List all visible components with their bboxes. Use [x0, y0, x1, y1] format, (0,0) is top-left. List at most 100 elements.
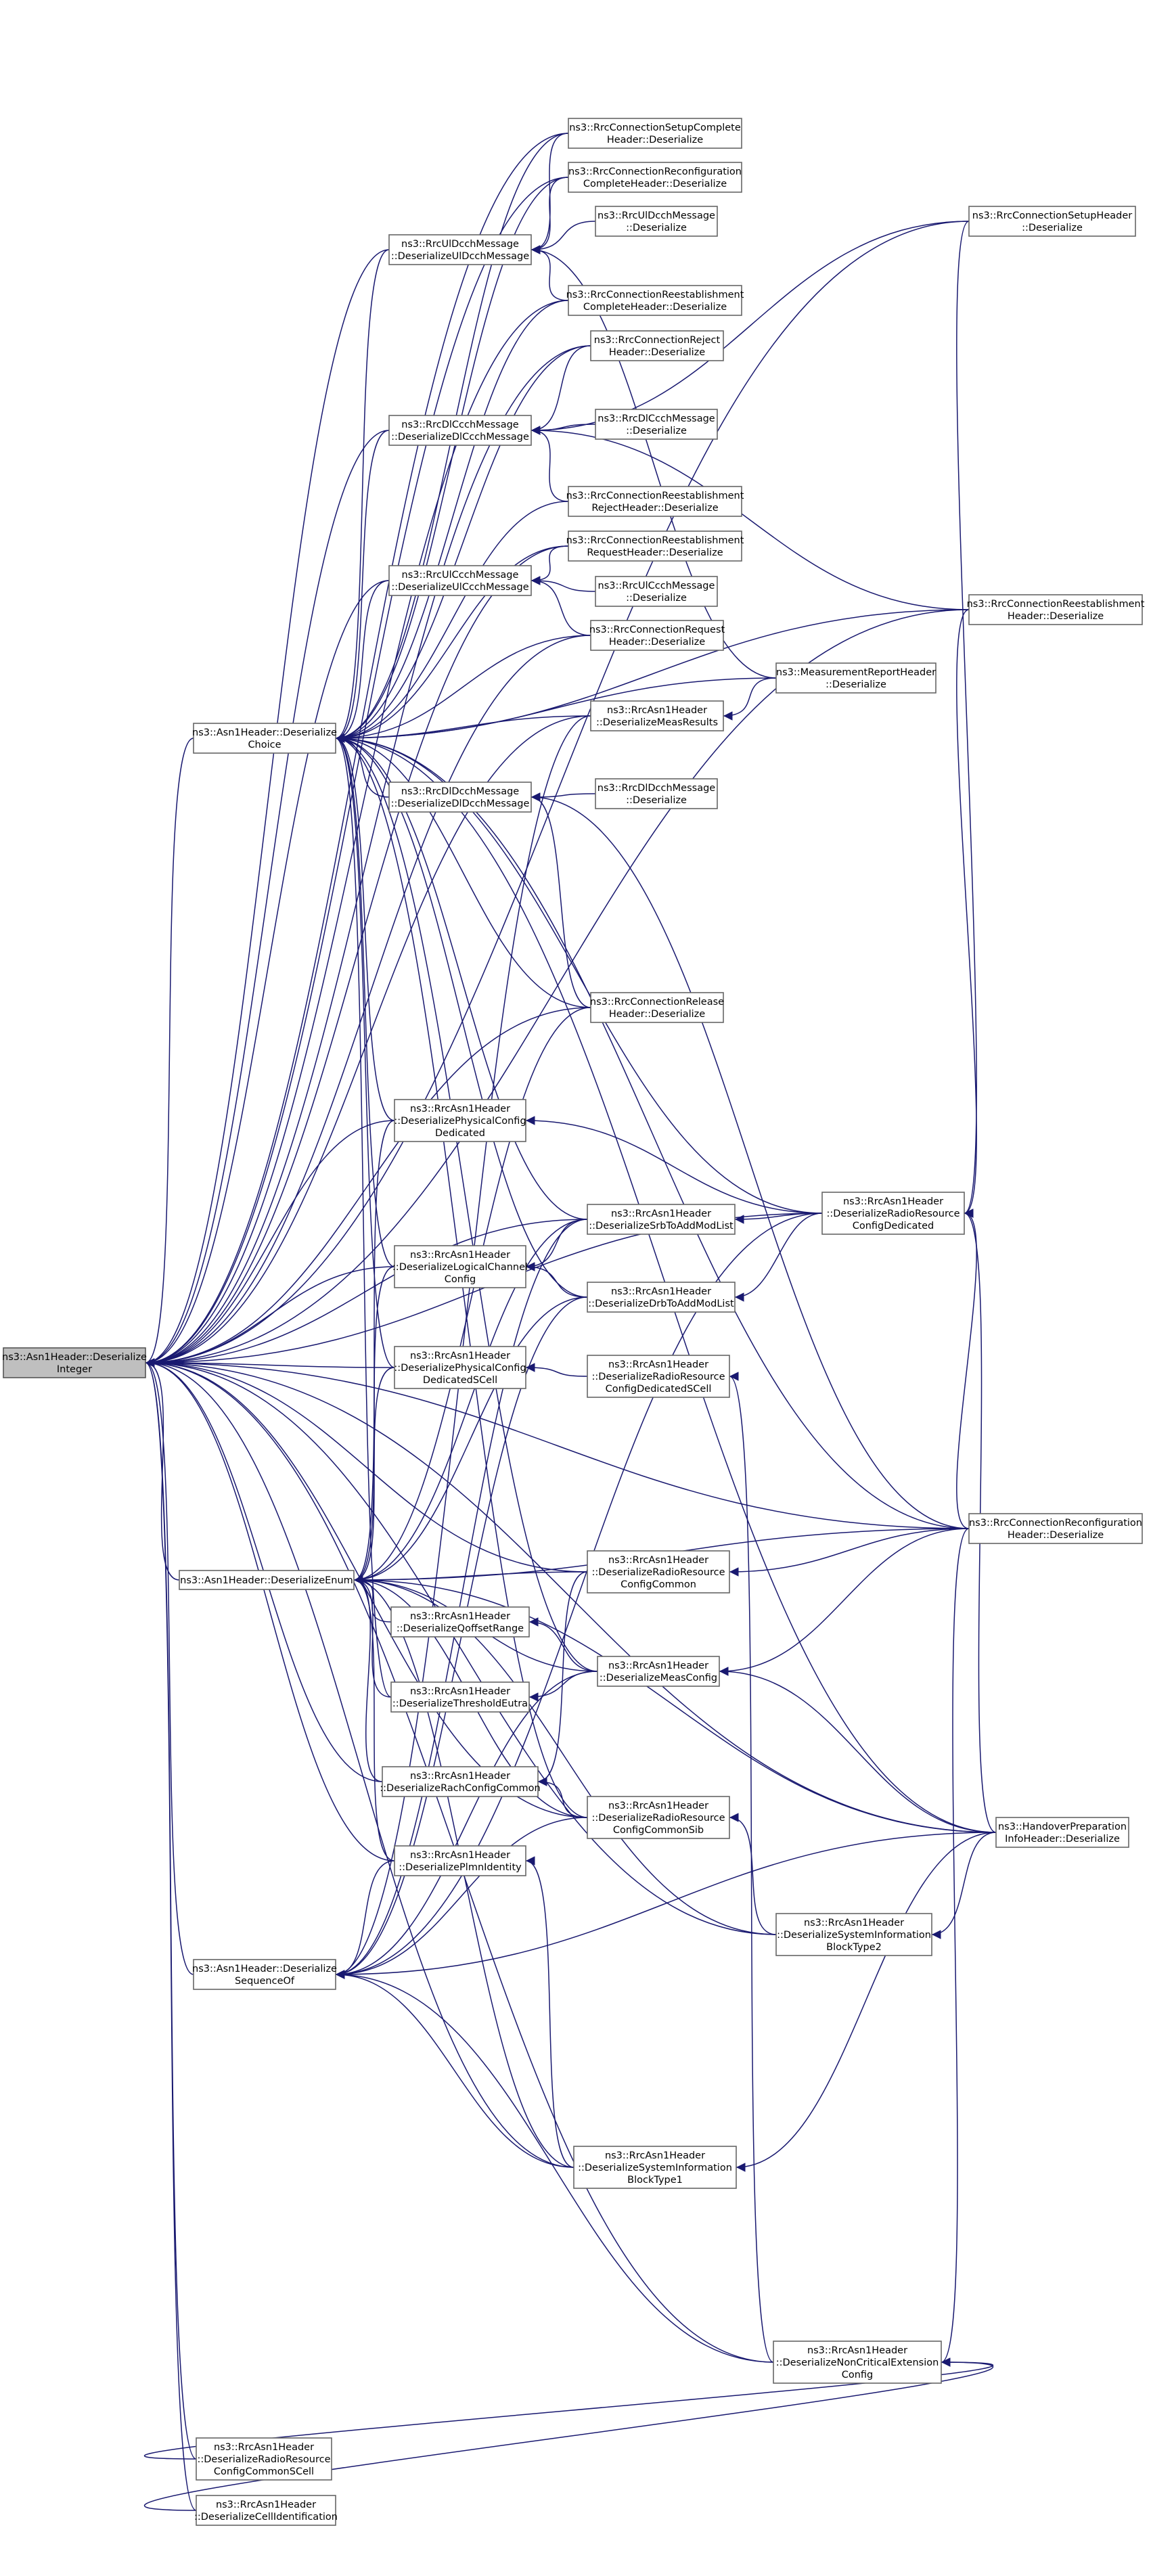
call-edge	[956, 1208, 977, 1529]
node-dl-ccch-des[interactable]: ns3::RrcDlCcchMessage::Deserialize	[595, 409, 718, 440]
call-edge	[941, 1528, 970, 2367]
node-srb[interactable]: ns3::RrcAsn1Header::DeserializeSrbToAddM…	[587, 1204, 736, 1235]
call-edge	[145, 1358, 997, 1833]
call-edge	[353, 1575, 395, 1861]
node-q-offset[interactable]: ns3::RrcAsn1Header::DeserializeQoffsetRa…	[390, 1606, 530, 1637]
node-setup-complete[interactable]: ns3::RrcConnectionSetupCompleteHeader::D…	[568, 118, 742, 149]
node-label: ns3::RrcAsn1Header	[410, 1850, 510, 1861]
node-label: ns3::Asn1Header::DeserializeEnum	[180, 1575, 353, 1586]
node-thresh[interactable]: ns3::RrcAsn1Header::DeserializeThreshold…	[390, 1681, 530, 1713]
node-box	[597, 1656, 720, 1687]
node-label: ConfigCommonSib	[613, 1825, 704, 1836]
call-edge	[353, 1367, 395, 1585]
node-rach[interactable]: ns3::RrcAsn1Header::DeserializeRachConfi…	[380, 1766, 541, 1797]
node-plmn[interactable]: ns3::RrcAsn1Header::DeserializePlmnIdent…	[394, 1845, 526, 1876]
node-label: ::DeserializeUlDcchMessage	[391, 251, 529, 262]
node-box	[196, 2437, 332, 2481]
node-label: ns3::HandoverPreparation	[998, 1822, 1127, 1832]
call-edge	[531, 545, 569, 585]
node-sib1[interactable]: ns3::RrcAsn1Header::DeserializeSystemInf…	[573, 2146, 737, 2189]
node-reest-request[interactable]: ns3::RrcConnectionReestablishmentRequest…	[566, 530, 744, 562]
node-label: ns3::RrcAsn1Header	[410, 1104, 510, 1114]
node-ul-dcch[interactable]: ns3::RrcUlDcchMessage::DeserializeUlDcch…	[388, 234, 532, 265]
node-meas-config[interactable]: ns3::RrcAsn1Header::DeserializeMeasConfi…	[597, 1656, 720, 1687]
call-edge	[145, 1266, 395, 1368]
node-ul-ccch-des[interactable]: ns3::RrcUlCcchMessage::Deserialize	[595, 576, 718, 607]
call-edge	[353, 1575, 392, 1623]
node-box	[821, 1192, 965, 1235]
call-edge	[531, 426, 970, 610]
call-edge	[335, 249, 390, 743]
node-label: ::DeserializeDlDcchMessage	[391, 798, 530, 809]
node-reest-reject[interactable]: ns3::RrcConnectionReestablishmentRejectH…	[566, 486, 744, 517]
call-edge	[353, 1266, 395, 1585]
node-box	[587, 1282, 736, 1313]
node-label: ns3::RrcUlCcchMessage	[402, 570, 519, 581]
node-drb[interactable]: ns3::RrcAsn1Header::DeserializeDrbToAddM…	[587, 1282, 736, 1313]
node-meas-report[interactable]: ns3::MeasurementReportHeader::Deserializ…	[775, 662, 936, 694]
node-non-crit[interactable]: ns3::RrcAsn1Header::DeserializeNonCritic…	[773, 2341, 942, 2384]
node-label: ::Deserialize	[1022, 223, 1083, 233]
call-edge	[143, 2357, 994, 2511]
node-log-ch[interactable]: ns3::RrcAsn1Header::DeserializeLogicalCh…	[392, 1245, 528, 1288]
node-reject[interactable]: ns3::RrcConnectionRejectHeader::Deserial…	[590, 330, 724, 361]
node-label: ::DeserializeRachConfigCommon	[380, 1783, 540, 1794]
node-box	[568, 285, 742, 316]
node-release[interactable]: ns3::RrcConnectionReleaseHeader::Deseria…	[590, 992, 724, 1023]
call-edge	[335, 733, 591, 1008]
node-conn-request[interactable]: ns3::RrcConnectionRequestHeader::Deseria…	[589, 620, 725, 651]
call-edge	[531, 245, 569, 301]
node-rrc-common-scell[interactable]: ns3::RrcAsn1Header::DeserializeRadioReso…	[196, 2437, 332, 2481]
node-label: ConfigCommon	[620, 1579, 696, 1590]
node-label: ::DeserializeNonCriticalExtension	[776, 2357, 939, 2368]
node-box	[568, 530, 742, 562]
node-phys-ded-scell[interactable]: ns3::RrcAsn1Header::DeserializePhysicalC…	[394, 1346, 526, 1389]
node-sib2[interactable]: ns3::RrcAsn1Header::DeserializeSystemInf…	[775, 1913, 932, 1956]
call-edge	[531, 221, 596, 254]
node-enum[interactable]: ns3::Asn1Header::DeserializeEnum	[179, 1570, 355, 1590]
node-label: ns3::RrcDlDcchMessage	[597, 783, 716, 794]
node-reest-complete[interactable]: ns3::RrcConnectionReestablishmentComplet…	[566, 285, 744, 316]
node-label: ns3::RrcConnectionReconfiguration	[969, 1518, 1142, 1529]
node-dl-dcch[interactable]: ns3::RrcDlDcchMessage::DeserializeDlDcch…	[388, 782, 532, 813]
node-rrc-common[interactable]: ns3::RrcAsn1Header::DeserializeRadioReso…	[587, 1550, 730, 1594]
node-reconf-complete[interactable]: ns3::RrcConnectionReconfigurationComplet…	[568, 162, 742, 193]
node-ul-dcch-des[interactable]: ns3::RrcUlDcchMessage::Deserialize	[595, 206, 718, 237]
node-cell-id[interactable]: ns3::RrcAsn1Header::DeserializeCellIdent…	[194, 2495, 338, 2526]
node-handover[interactable]: ns3::HandoverPreparationInfoHeader::Dese…	[995, 1817, 1129, 1848]
node-label: ns3::RrcAsn1Header	[410, 1351, 510, 1361]
node-label: ns3::RrcConnectionReestablishment	[566, 535, 744, 546]
node-label: ns3::RrcAsn1Header	[410, 1611, 510, 1622]
node-dl-ccch[interactable]: ns3::RrcDlCcchMessage::DeserializeDlCcch…	[388, 415, 532, 446]
node-rrc-common-sib[interactable]: ns3::RrcAsn1Header::DeserializeRadioReso…	[587, 1796, 730, 1839]
call-edge	[353, 1575, 777, 1935]
node-meas-results[interactable]: ns3::RrcAsn1Header::DeserializeMeasResul…	[590, 700, 724, 731]
node-rrc-ded[interactable]: ns3::RrcAsn1Header::DeserializeRadioReso…	[821, 1192, 965, 1235]
call-edge	[335, 177, 569, 743]
call-edge	[335, 1832, 997, 1979]
call-edge	[145, 1219, 588, 1368]
call-edge	[719, 1667, 997, 1833]
node-label: Choice	[248, 740, 281, 750]
node-phys-ded[interactable]: ns3::RrcAsn1Header::DeserializePhysicalC…	[394, 1099, 526, 1142]
node-label: DedicatedSCell	[423, 1375, 497, 1386]
node-box	[388, 565, 532, 596]
call-edge	[531, 576, 591, 636]
call-edge	[335, 300, 569, 743]
node-ul-ccch[interactable]: ns3::RrcUlCcchMessage::DeserializeUlCcch…	[388, 565, 532, 596]
edge-layer	[143, 133, 997, 2511]
node-setup-header[interactable]: ns3::RrcConnectionSetupHeader::Deseriali…	[968, 206, 1136, 237]
call-edge	[531, 245, 777, 679]
node-reconf-header[interactable]: ns3::RrcConnectionReconfigurationHeader:…	[968, 1513, 1143, 1544]
call-edge	[335, 1219, 588, 1979]
node-rrc-ded-scell[interactable]: ns3::RrcAsn1Header::DeserializeRadioReso…	[587, 1355, 730, 1398]
node-label: ::DeserializeRadioResource	[826, 1208, 960, 1219]
node-reest-header[interactable]: ns3::RrcConnectionReestablishmentHeader:…	[967, 594, 1145, 625]
node-dl-dcch-des[interactable]: ns3::RrcDlDcchMessage::Deserialize	[595, 778, 718, 809]
node-label: ns3::Asn1Header::Deserialize	[192, 1964, 337, 1974]
call-edge	[143, 2357, 994, 2460]
node-label: ns3::RrcAsn1Header	[214, 2442, 314, 2453]
